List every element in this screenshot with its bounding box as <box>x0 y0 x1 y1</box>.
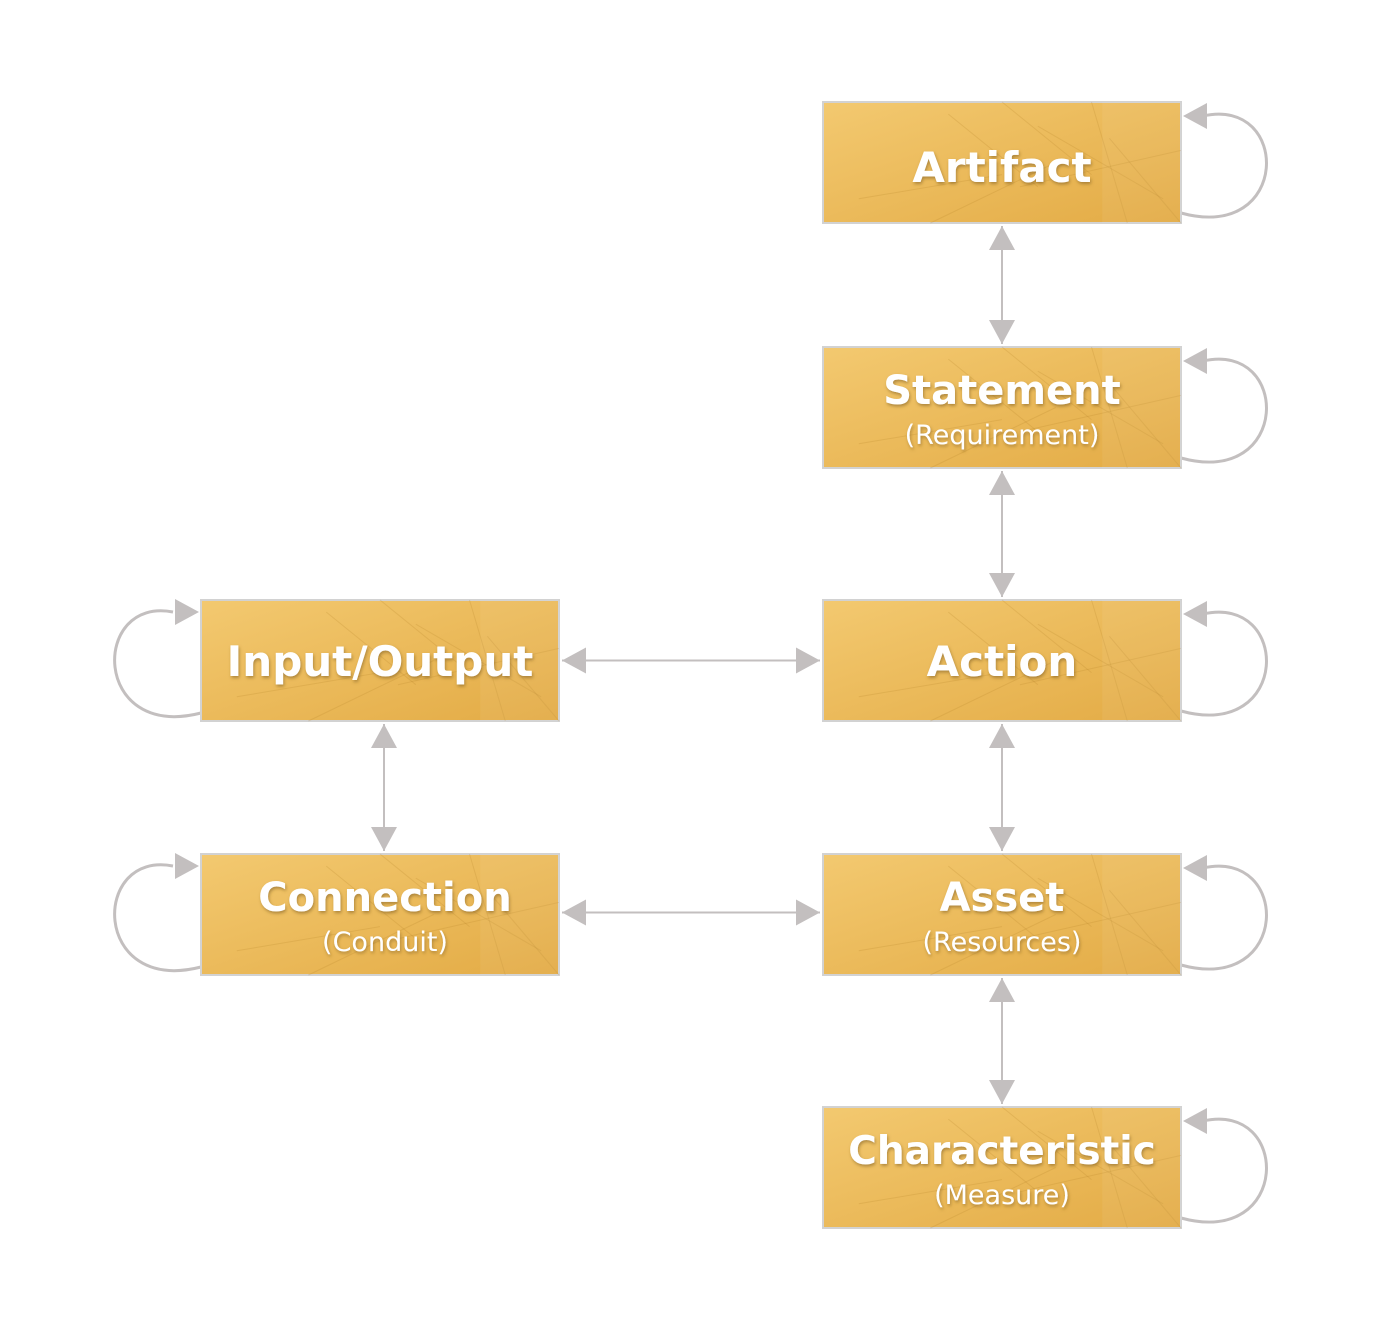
node-asset[interactable]: Asset (Resources) <box>822 853 1182 976</box>
loop-curve <box>1180 112 1268 219</box>
arrowhead <box>371 724 397 748</box>
loop-curve <box>1180 610 1268 717</box>
arrowhead <box>989 226 1015 250</box>
loop-curve <box>1180 864 1268 971</box>
edge-asset-characteristic <box>989 978 1015 1104</box>
loop-arrowhead <box>1183 601 1207 627</box>
edge-connection-asset <box>562 899 820 926</box>
node-statement-title: Statement <box>883 368 1121 414</box>
node-asset-title: Asset <box>940 875 1065 921</box>
node-characteristic[interactable]: Characteristic (Measure) <box>822 1106 1182 1229</box>
node-input-output[interactable]: Input/Output <box>200 599 560 722</box>
edge-artifact-statement <box>989 226 1015 344</box>
edge-statement-action <box>989 471 1015 597</box>
loop-curve <box>1180 1117 1268 1224</box>
self-loop-connection <box>113 853 202 972</box>
node-action[interactable]: Action <box>822 599 1182 722</box>
node-characteristic-subtitle: (Measure) <box>934 1180 1070 1211</box>
arrowhead <box>796 899 820 926</box>
edge-input_output-action <box>562 647 820 674</box>
arrowhead <box>989 978 1015 1002</box>
node-action-title: Action <box>927 637 1078 686</box>
loop-arrowhead <box>175 599 199 625</box>
node-artifact[interactable]: Artifact <box>822 101 1182 224</box>
arrowhead <box>989 1080 1015 1104</box>
node-statement[interactable]: Statement (Requirement) <box>822 346 1182 469</box>
self-loop-input_output <box>113 599 202 718</box>
loop-arrowhead <box>1183 348 1207 374</box>
node-connection-subtitle: (Conduit) <box>322 927 448 958</box>
loop-arrowhead <box>1183 1108 1207 1134</box>
node-asset-subtitle: (Resources) <box>923 927 1082 958</box>
arrowhead <box>989 827 1015 851</box>
self-loop-characteristic <box>1180 1108 1268 1224</box>
arrowhead <box>796 647 820 674</box>
loop-curve <box>113 863 202 972</box>
node-characteristic-title: Characteristic <box>848 1129 1155 1174</box>
arrowhead <box>989 471 1015 495</box>
arrowhead <box>371 827 397 851</box>
arrowhead <box>562 647 586 674</box>
arrowhead <box>989 724 1015 748</box>
self-loop-asset <box>1180 855 1268 971</box>
self-loop-statement <box>1180 348 1268 464</box>
node-input-output-title: Input/Output <box>227 637 534 686</box>
loop-arrowhead <box>1183 103 1207 129</box>
loop-curve <box>1180 357 1268 464</box>
node-connection[interactable]: Connection (Conduit) <box>200 853 560 976</box>
arrowhead <box>989 320 1015 344</box>
arrowhead <box>562 899 586 926</box>
loop-arrowhead <box>175 853 199 879</box>
self-loop-artifact <box>1180 103 1268 219</box>
edge-connectors <box>371 226 1015 1104</box>
arrowhead <box>989 573 1015 597</box>
loop-curve <box>113 609 202 718</box>
node-artifact-title: Artifact <box>912 143 1091 192</box>
self-loop-connectors <box>113 103 1268 1224</box>
node-connection-title: Connection <box>258 875 511 921</box>
node-statement-subtitle: (Requirement) <box>905 420 1100 451</box>
loop-arrowhead <box>1183 855 1207 881</box>
self-loop-action <box>1180 601 1268 717</box>
edge-action-asset <box>989 724 1015 851</box>
edge-input_output-connection <box>371 724 397 851</box>
